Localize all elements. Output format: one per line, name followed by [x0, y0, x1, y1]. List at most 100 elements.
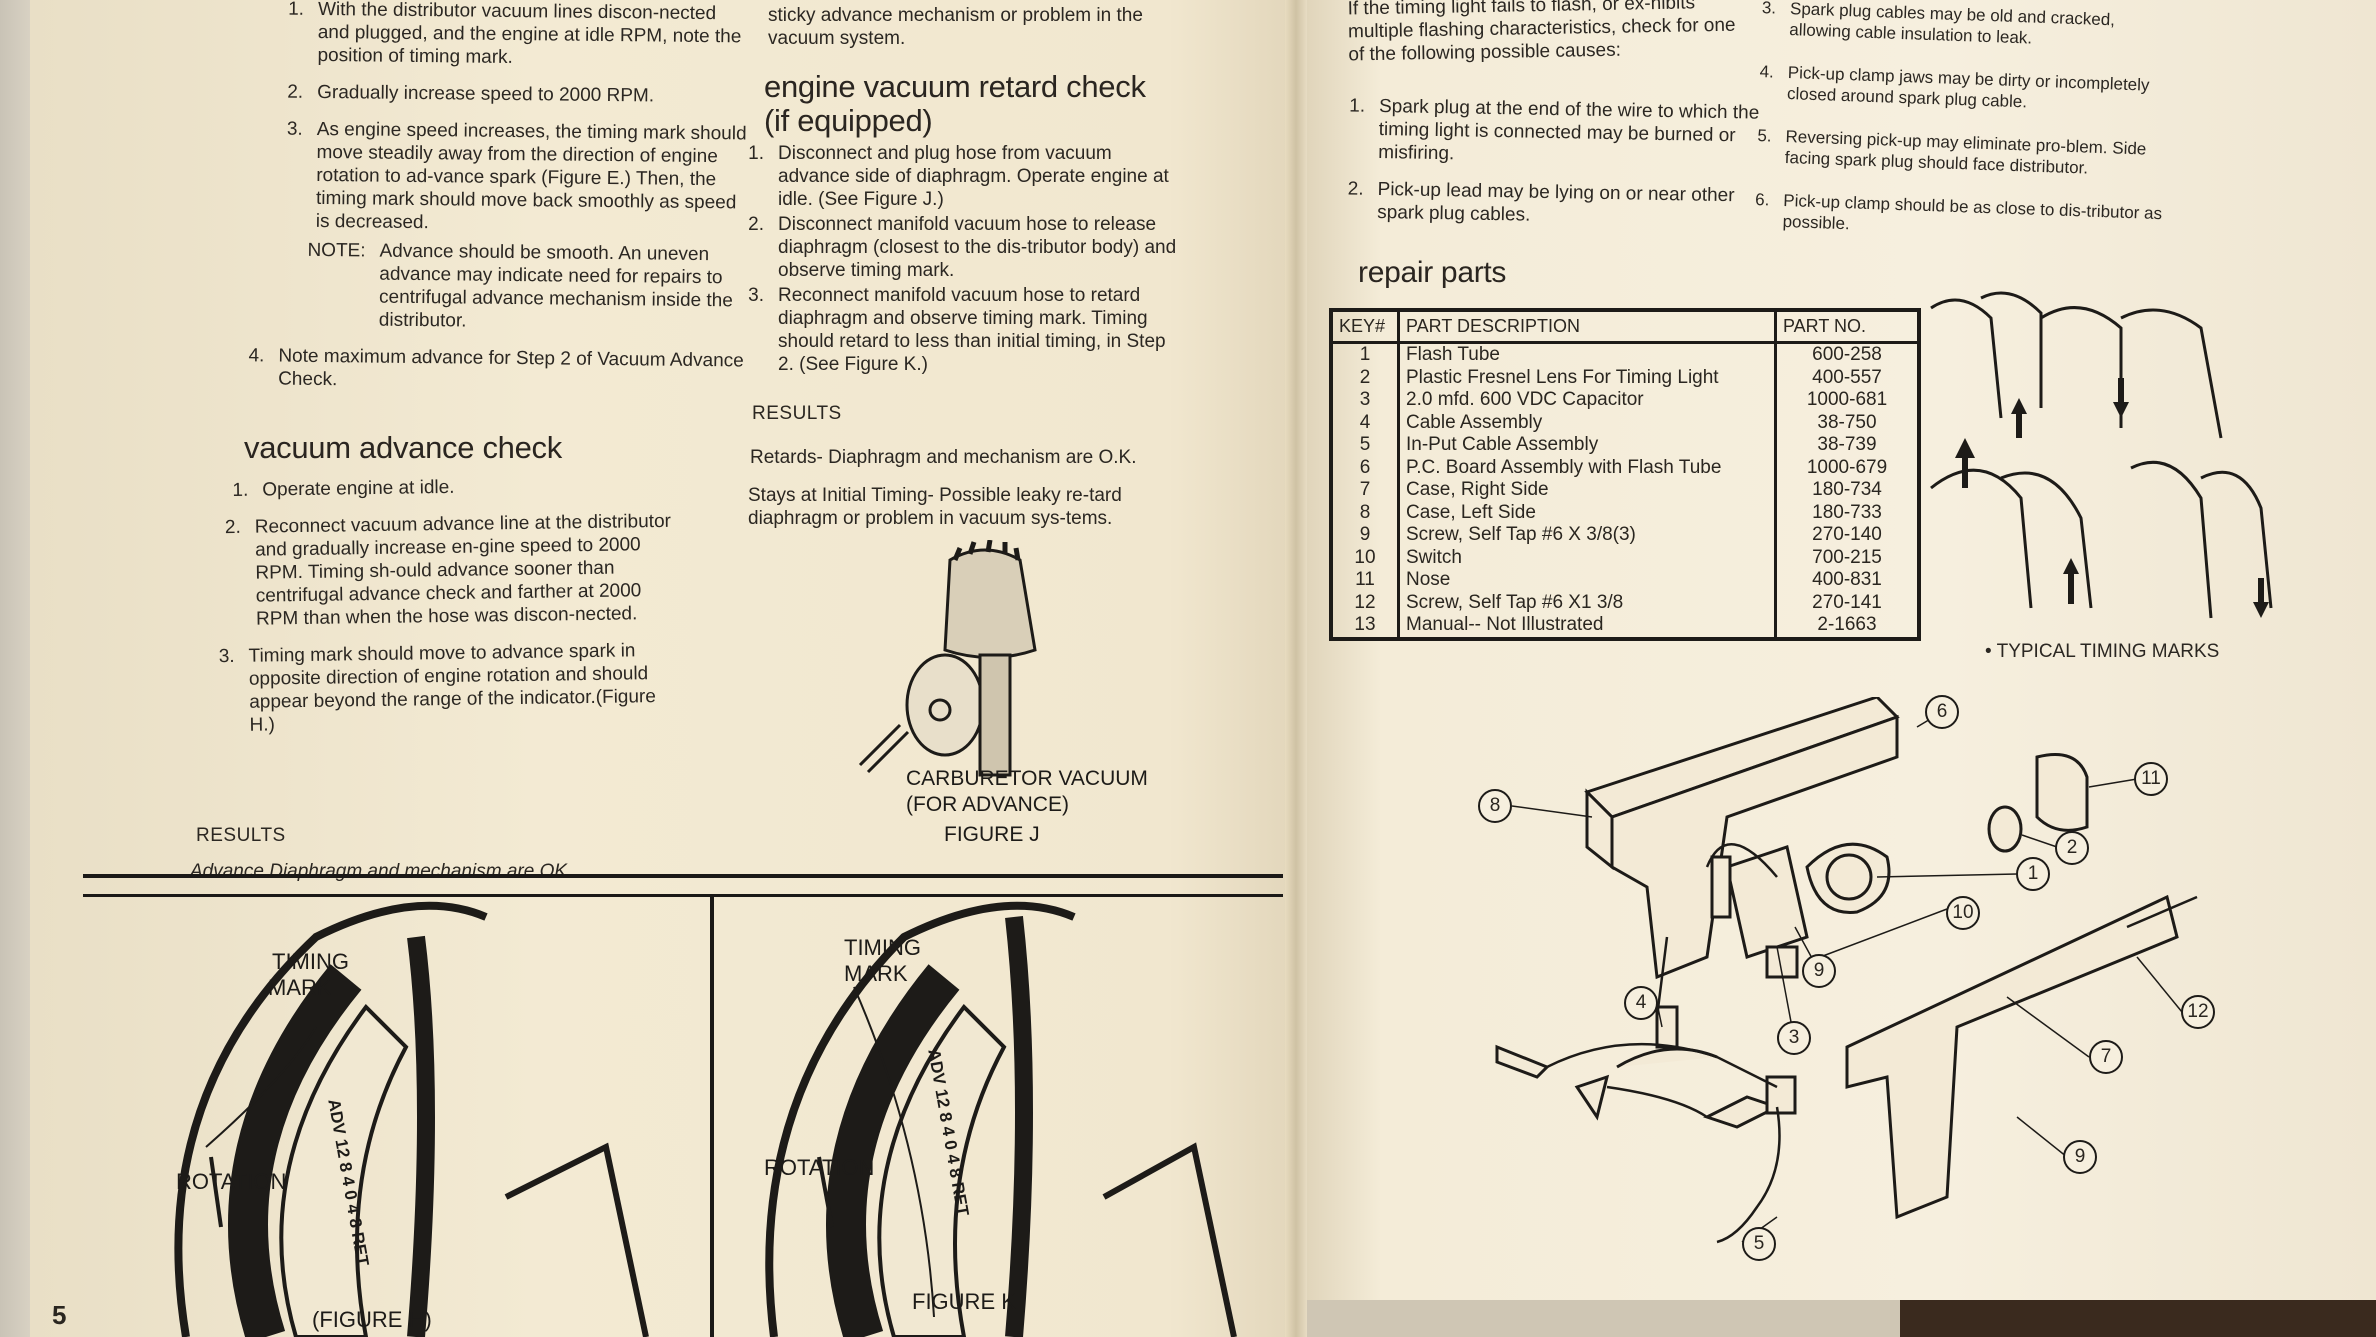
wood-table-edge — [1900, 1300, 2376, 1337]
key-cell: 13 — [1329, 614, 1400, 639]
step-4: 4.Note maximum advance for Step 2 of Vac… — [248, 345, 744, 391]
part-number-cell: 600-258 — [1774, 342, 1921, 367]
part-callout: 8 — [1478, 789, 1512, 823]
part-number-cell: 2-1663 — [1774, 614, 1921, 639]
troubleshoot-intro: If the timing light fails to flash, or e… — [1347, 0, 1736, 66]
part-description-cell: Nose — [1397, 569, 1777, 592]
part-description-cell: Switch — [1397, 546, 1777, 569]
key-cell: 10 — [1329, 546, 1400, 569]
figure-j-distributor — [840, 540, 1100, 780]
key-cell: 2 — [1329, 366, 1400, 389]
key-cell: 4 — [1329, 411, 1400, 434]
figure-h-title: (FIGURE H) — [312, 1307, 432, 1332]
figure-k-rotation-label: ROTATION — [764, 1155, 875, 1180]
typical-timing-marks-illustration — [1921, 288, 2281, 638]
figure-h-rotation-label: ROTATION — [176, 1169, 287, 1194]
part-callout: 9 — [2063, 1140, 2097, 1174]
figure-k-timing-mark-label: TIMING MARK — [844, 935, 921, 986]
part-description-cell: Screw, Self Tap #6 X 3/8(3) — [1397, 524, 1777, 547]
part-callout: 3 — [1777, 1021, 1811, 1055]
part-description-cell: Plastic Fresnel Lens For Timing Light — [1397, 366, 1777, 389]
retard-results-label: RESULTS — [752, 403, 842, 424]
step-2: 2.Gradually increase speed to 2000 RPM. — [287, 81, 655, 107]
key-cell: 12 — [1329, 591, 1400, 614]
part-callout: 10 — [1946, 896, 1980, 930]
key-cell: 5 — [1329, 434, 1400, 457]
part-description-cell: P.C. Board Assembly with Flash Tube — [1397, 456, 1777, 479]
part-number-cell: 270-140 — [1774, 524, 1921, 547]
page-number: 5 — [52, 1300, 67, 1330]
distributor-illustration — [858, 540, 1037, 777]
part-number-cell: 38-750 — [1774, 411, 1921, 434]
part-number-cell: 700-215 — [1774, 546, 1921, 569]
retard-steps: 1.Disconnect and plug hose from vacuum a… — [748, 143, 1177, 375]
figure-box-top — [83, 894, 1283, 897]
key-cell: 9 — [1329, 524, 1400, 547]
part-number-cell: 180-734 — [1774, 479, 1921, 502]
retard-result-1: Retards- Diaphragm and mechanism are O.K… — [750, 447, 1137, 468]
retard-result-2: Stays at Initial Timing- Possible leaky … — [748, 485, 1122, 529]
timing-marks-caption: • TYPICAL TIMING MARKS — [1985, 641, 2220, 662]
part-description-cell: 2.0 mfd. 600 VDC Capacitor — [1397, 389, 1777, 412]
left-column-1: 1.With the distributor vacuum lines disc… — [248, 0, 750, 409]
key-cell: 3 — [1329, 389, 1400, 412]
part-number-cell: 1000-681 — [1774, 389, 1921, 412]
part-description-cell: Case, Left Side — [1397, 501, 1777, 524]
repair-parts-heading: repair parts — [1358, 256, 1507, 289]
part-callout: 7 — [2089, 1040, 2123, 1074]
part-number-cell: 180-733 — [1774, 501, 1921, 524]
part-description-cell: Case, Right Side — [1397, 479, 1777, 502]
key-cell: 8 — [1329, 501, 1400, 524]
timing-pulley-illustration-h — [174, 901, 649, 1337]
timing-pulley-illustration-k — [765, 901, 1237, 1337]
page-gutter — [1285, 0, 1307, 1337]
key-cell: 7 — [1329, 479, 1400, 502]
part-description-cell: Screw, Self Tap #6 X1 3/8 — [1397, 591, 1777, 614]
part-callout: 2 — [2055, 831, 2089, 865]
key-cell: 1 — [1329, 342, 1400, 367]
retard-heading: engine vacuum retard check (if equipped) — [764, 69, 1146, 138]
causes-column-1: 1.Spark plug at the end of the wire to w… — [1347, 95, 1760, 226]
vacuum-advance-results-label: RESULTS — [196, 825, 286, 846]
figure-k-title: FIGURE K — [912, 1289, 1016, 1314]
part-number-cell: 38-739 — [1774, 434, 1921, 457]
figure-divider — [710, 894, 714, 1337]
part-description-cell: In-Put Cable Assembly — [1397, 434, 1777, 457]
figure-h-timing-mark-label: TIMING MARK — [268, 949, 349, 1000]
part-number-cell: 1000-679 — [1774, 456, 1921, 479]
part-callout: 4 — [1624, 986, 1658, 1020]
part-callout: 6 — [1925, 695, 1959, 729]
note: NOTE:Advance should be smooth. An uneven… — [307, 239, 733, 332]
part-callout: 9 — [1802, 954, 1836, 988]
causes-column-2: 3.Spark plug cables may be old and crack… — [1754, 0, 2163, 234]
part-callout: 5 — [1742, 1227, 1776, 1261]
part-description-cell: Cable Assembly — [1397, 411, 1777, 434]
vacuum-advance-heading: vacuum advance check — [244, 430, 562, 465]
vacuum-advance-results-text: Advance Diaphragm and mechanism are OK. — [190, 861, 573, 882]
right-page — [1295, 0, 2376, 1300]
part-description-cell: Flash Tube — [1397, 342, 1777, 367]
col2-top-text: sticky advance mechanism or problem in t… — [768, 5, 1143, 49]
exploded-parts-diagram — [1477, 697, 2237, 1277]
part-number-cell: 400-557 — [1774, 366, 1921, 389]
part-number-cell: 270-141 — [1774, 591, 1921, 614]
part-callout: 11 — [2134, 762, 2168, 796]
figure-j-title: FIGURE J — [944, 823, 1040, 846]
figure-k: TIMING MARK ROTATION ADV 12 8 4 0 4 8 RE… — [714, 897, 1280, 1337]
table-header-row: KEY# PART DESCRIPTION PART NO. — [1329, 308, 1921, 344]
timing-marks-drawing — [1930, 291, 2273, 619]
horizontal-divider — [83, 874, 1283, 878]
